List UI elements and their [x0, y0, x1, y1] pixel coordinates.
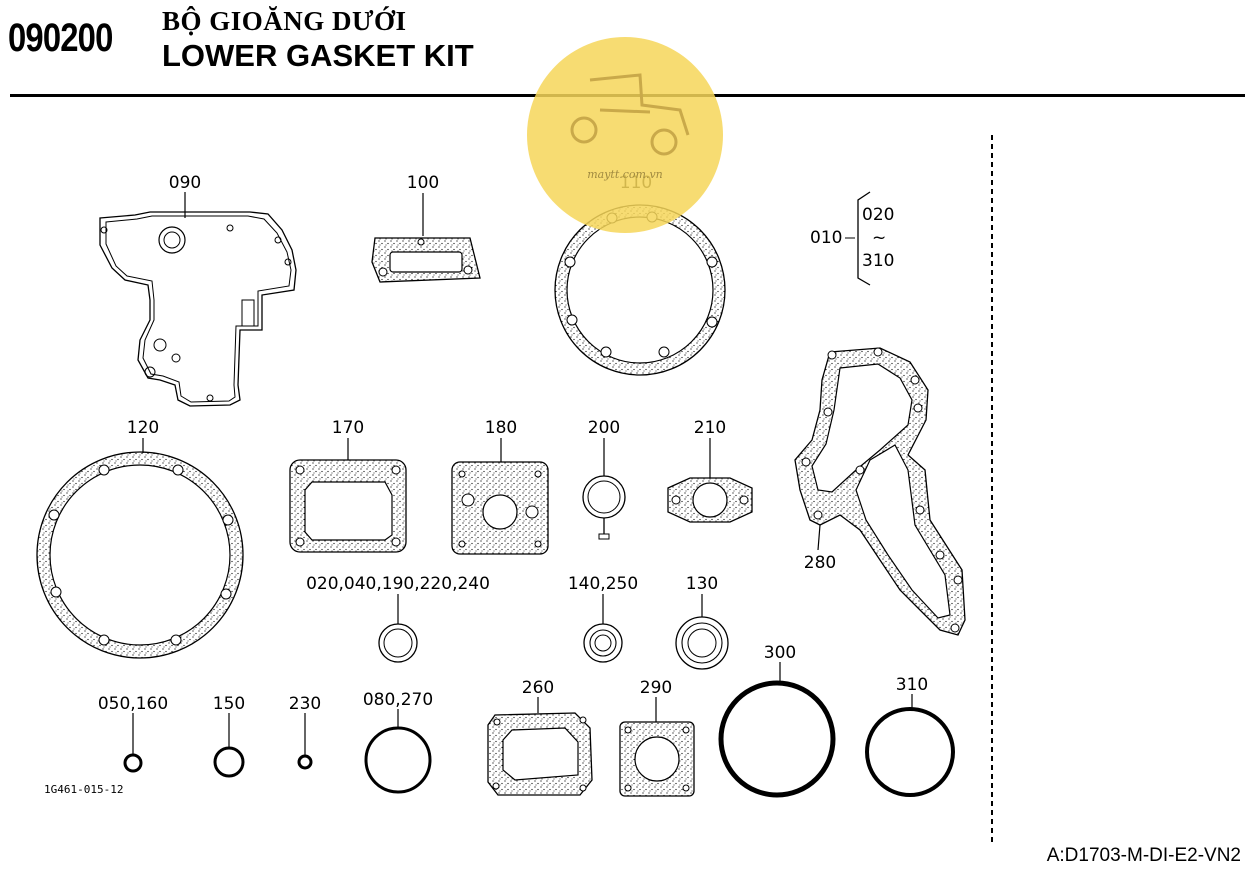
title-vietnamese: BỘ GIOĂNG DƯỚI	[162, 6, 407, 36]
label-310: 310	[896, 675, 928, 695]
range-tilde: ~	[872, 228, 886, 248]
label-180: 180	[485, 418, 517, 438]
gasket-090	[99, 192, 297, 407]
label-300: 300	[764, 643, 796, 663]
figure-number: 1G461-015-12	[44, 783, 124, 796]
label-210: 210	[694, 418, 726, 438]
watermark-logo: maytt.com.vn	[527, 37, 723, 233]
model-code: A:D1703-M-DI-E2-VN2	[1046, 845, 1241, 866]
label-090: 090	[169, 173, 201, 193]
gasket-180	[451, 438, 549, 555]
o-ring-310	[865, 694, 955, 797]
o-ring-150	[213, 713, 245, 778]
gasket-110	[554, 204, 726, 376]
gasket-290	[619, 697, 695, 797]
label-260: 260	[522, 678, 554, 698]
label-130: 130	[686, 574, 718, 594]
label-170: 170	[332, 418, 364, 438]
o-ring-050-160	[123, 713, 143, 773]
svg-text:maytt.com.vn: maytt.com.vn	[587, 168, 663, 181]
label-080-270: 080,270	[363, 690, 433, 710]
label-020-040-190-220-240: 020,040,190,220,240	[306, 574, 490, 594]
gasket-170	[289, 438, 407, 553]
label-050-160: 050,160	[98, 694, 168, 714]
label-230: 230	[289, 694, 321, 714]
label-150: 150	[213, 694, 245, 714]
seal-130	[675, 594, 729, 670]
seal-020-040-190-220-240	[378, 594, 418, 663]
label-100: 100	[407, 173, 439, 193]
gasket-100	[371, 193, 481, 283]
o-ring-300	[718, 662, 836, 798]
label-140-250: 140,250	[568, 574, 638, 594]
range-from-label: 020	[862, 205, 894, 225]
label-280: 280	[804, 553, 836, 573]
label-120: 120	[127, 418, 159, 438]
gasket-210	[667, 438, 753, 523]
gasket-260	[487, 697, 593, 796]
o-ring-080-270	[364, 709, 432, 794]
range-callout: 010 020 ~ 310	[810, 191, 894, 286]
title-english: LOWER GASKET KIT	[162, 38, 474, 73]
gasket-280	[794, 347, 966, 636]
range-ref-label: 010	[810, 228, 842, 248]
label-200: 200	[588, 418, 620, 438]
section-code: 090200	[8, 16, 113, 60]
label-290: 290	[640, 678, 672, 698]
gasket-200	[582, 438, 626, 540]
range-to-label: 310	[862, 251, 894, 271]
o-ring-230	[297, 713, 313, 770]
gasket-120	[36, 438, 244, 659]
seal-140-250	[583, 594, 623, 663]
